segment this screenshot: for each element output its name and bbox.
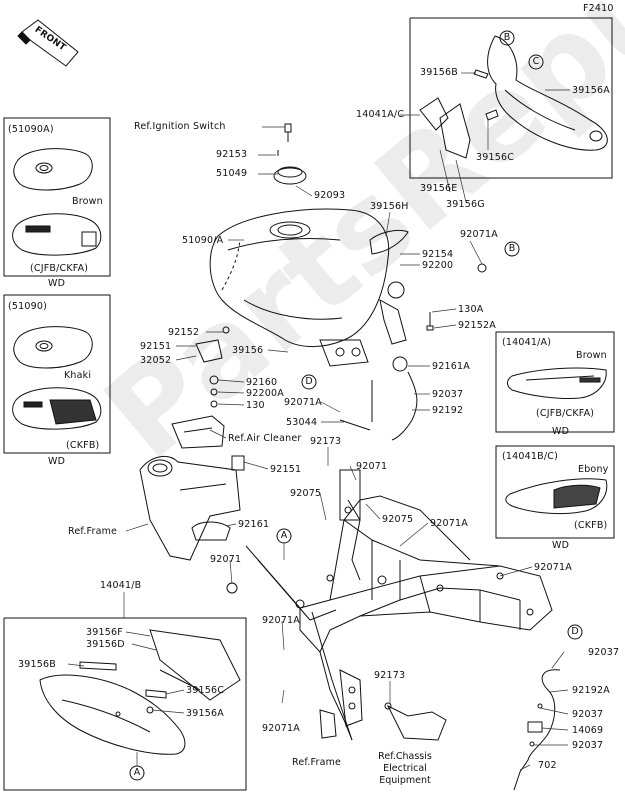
- part-51090a[interactable]: 51090/A: [182, 235, 224, 246]
- ref-ignition-switch[interactable]: Ref.Ignition Switch: [134, 121, 226, 132]
- part-92200[interactable]: 92200: [422, 260, 454, 271]
- front-arrow-icon: [17, 19, 79, 67]
- part-92153[interactable]: 92153: [216, 149, 248, 160]
- callout-b-tank: B: [508, 243, 516, 254]
- inset-51090a-caption: WD: [48, 278, 66, 289]
- ref-chassis-line3[interactable]: Equipment: [379, 775, 431, 786]
- fuel-tank: [209, 208, 390, 348]
- part-14041ac[interactable]: 14041A/C: [356, 109, 405, 120]
- part-92152a[interactable]: 92152A: [458, 320, 496, 331]
- part-39156b-top[interactable]: 39156B: [420, 67, 458, 78]
- part-92160[interactable]: 92160: [246, 377, 278, 388]
- part-92037-1[interactable]: 92037: [432, 389, 464, 400]
- inset-51090a-code: (51090A): [8, 124, 54, 135]
- inset-14041bc-caption: WD: [552, 540, 570, 551]
- ref-frame-1[interactable]: Ref.Frame: [68, 526, 118, 537]
- callout-b-top: B: [503, 32, 511, 43]
- part-130[interactable]: 130: [246, 400, 265, 411]
- inset-14041a-variant: (CJFB/CKFA): [536, 408, 595, 419]
- inset-14041a-caption: WD: [552, 426, 570, 437]
- inset-14041a-code: (14041/A): [502, 337, 552, 348]
- part-53044[interactable]: 53044: [286, 417, 318, 428]
- part-39156e[interactable]: 39156E: [420, 183, 458, 194]
- diagram-code: F2410: [583, 3, 614, 14]
- part-92071-1[interactable]: 92071: [356, 461, 388, 472]
- part-92152[interactable]: 92152: [168, 327, 200, 338]
- part-39156[interactable]: 39156: [232, 345, 264, 356]
- inset-14041bc-variant: (CKFB): [574, 520, 608, 531]
- part-92037-4[interactable]: 92037: [572, 740, 604, 751]
- ref-frame-2[interactable]: Ref.Frame: [292, 757, 342, 768]
- inset-14041bc-code: (14041B/C): [502, 451, 558, 462]
- callout-c-top: C: [532, 56, 540, 67]
- part-39156h[interactable]: 39156H: [370, 201, 409, 212]
- part-92161[interactable]: 92161: [238, 519, 270, 530]
- part-39156c-top[interactable]: 39156C: [476, 152, 515, 163]
- part-92071a-4[interactable]: 92071A: [534, 562, 572, 573]
- part-92075-2[interactable]: 92075: [382, 514, 414, 525]
- callout-d-cable: D: [571, 626, 579, 637]
- part-92151-1[interactable]: 92151: [140, 341, 172, 352]
- inset-51090-variant: (CKFB): [66, 440, 100, 451]
- part-39156d[interactable]: 39156D: [86, 639, 125, 650]
- part-92071a-1[interactable]: 92071A: [460, 229, 498, 240]
- inset-51090-caption: WD: [48, 456, 66, 467]
- part-92071-2[interactable]: 92071: [210, 554, 242, 565]
- part-92151-2[interactable]: 92151: [270, 464, 302, 475]
- part-92071a-3[interactable]: 92071A: [430, 518, 468, 529]
- part-39156b[interactable]: 39156B: [18, 659, 56, 670]
- part-92071a-5[interactable]: 92071A: [262, 615, 300, 626]
- part-39156c[interactable]: 39156C: [186, 685, 225, 696]
- part-92192a[interactable]: 92192A: [572, 685, 610, 696]
- part-130a[interactable]: 130A: [458, 304, 484, 315]
- part-92071a-2[interactable]: 92071A: [284, 397, 322, 408]
- part-92071a-6[interactable]: 92071A: [262, 723, 300, 734]
- ref-chassis-line2[interactable]: Electrical: [383, 763, 427, 774]
- part-92173-1[interactable]: 92173: [310, 436, 342, 447]
- part-14041b[interactable]: 14041/B: [100, 580, 142, 591]
- part-92154[interactable]: 92154: [422, 249, 454, 260]
- inset-14041a-color: Brown: [576, 350, 607, 361]
- part-92192[interactable]: 92192: [432, 405, 464, 416]
- part-92037-2[interactable]: 92037: [588, 647, 620, 658]
- part-39156a[interactable]: 39156A: [186, 708, 224, 719]
- callout-a-bottom: A: [133, 767, 141, 778]
- part-51049[interactable]: 51049: [216, 168, 248, 179]
- part-92037-3[interactable]: 92037: [572, 709, 604, 720]
- part-702[interactable]: 702: [538, 760, 557, 771]
- ref-air-cleaner[interactable]: Ref.Air Cleaner: [228, 433, 302, 444]
- part-39156g[interactable]: 39156G: [446, 199, 485, 210]
- part-92093[interactable]: 92093: [314, 190, 346, 201]
- inset-51090a-variant: (CJFB/CKFA): [30, 263, 89, 274]
- part-14069[interactable]: 14069: [572, 725, 604, 736]
- inset-51090-color: Khaki: [64, 370, 92, 381]
- part-92173-2[interactable]: 92173: [374, 670, 406, 681]
- ref-chassis-line1[interactable]: Ref.Chassis: [378, 751, 432, 762]
- callout-a-frame: A: [280, 530, 288, 541]
- part-92200a[interactable]: 92200A: [246, 388, 284, 399]
- part-39156f[interactable]: 39156F: [86, 627, 123, 638]
- part-32052[interactable]: 32052: [140, 355, 172, 366]
- inset-51090-code: (51090): [8, 301, 48, 312]
- part-92161a[interactable]: 92161A: [432, 361, 470, 372]
- part-92075-1[interactable]: 92075: [290, 488, 322, 499]
- part-39156a-top[interactable]: 39156A: [572, 85, 610, 96]
- inset-51090a-color: Brown: [72, 196, 103, 207]
- callout-d-tank: D: [305, 376, 313, 387]
- inset-14041bc-color: Ebony: [578, 464, 609, 475]
